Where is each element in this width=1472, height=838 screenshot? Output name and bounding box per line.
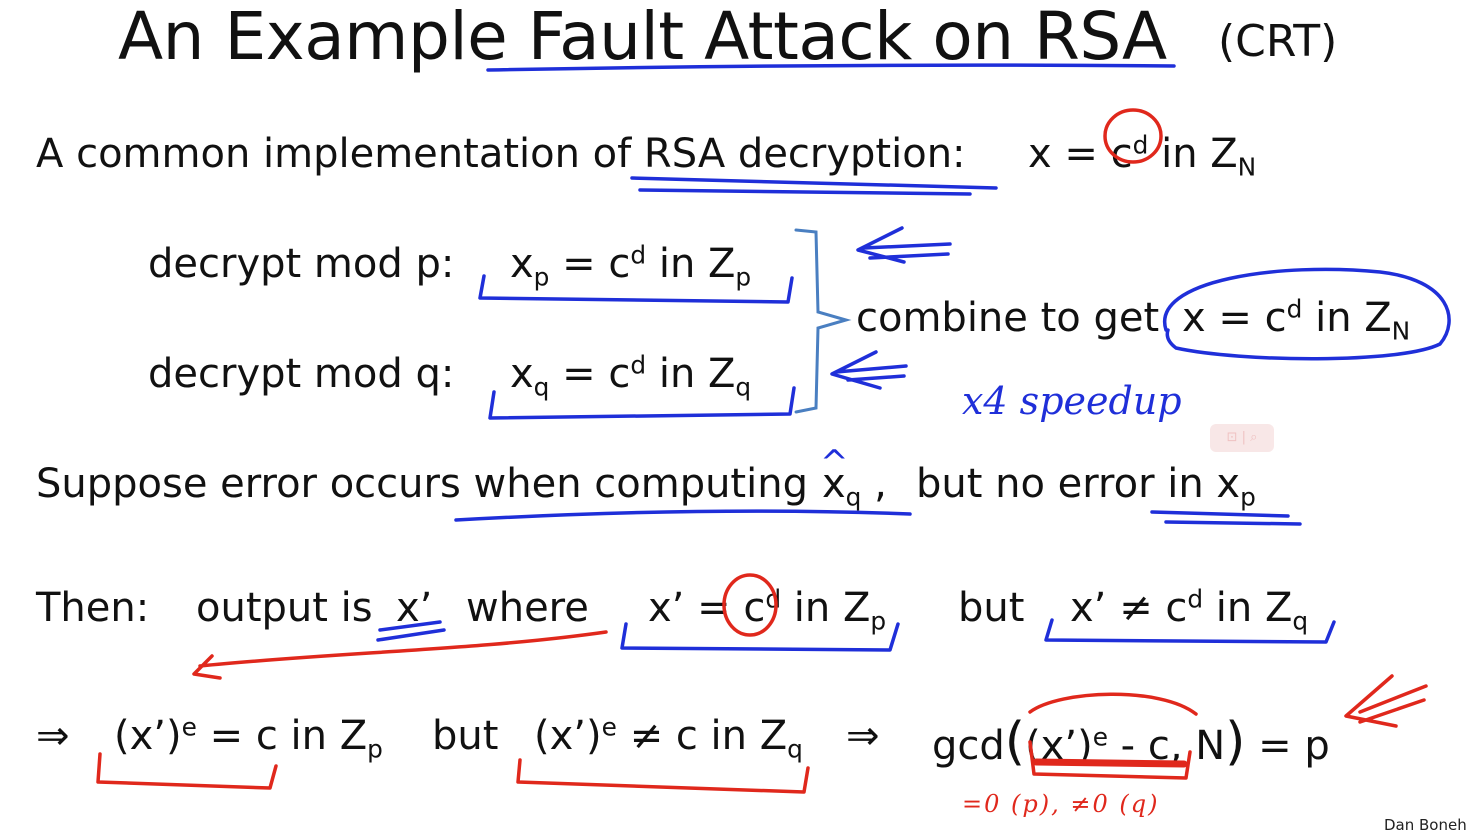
xe-mod-p-bracket — [96, 752, 278, 790]
title-suffix: (CRT) — [1218, 20, 1337, 64]
combine-formula: x = cd in ZN — [1182, 294, 1411, 346]
decrypt-mod-p-formula: xp = cd in Zp — [510, 240, 752, 292]
faulty-xq: xq , — [822, 461, 887, 512]
x-prime: x’ — [396, 585, 433, 631]
author-credit: Dan Boneh — [1384, 816, 1467, 834]
left-arrow-2 — [830, 350, 908, 390]
rsa-decryption-underline — [630, 176, 998, 190]
decrypt-mod-q-label: decrypt mod q: — [148, 351, 455, 397]
rsa-decryption-label: A common implementation of RSA decryptio… — [36, 131, 966, 177]
xe-mod-p-formula: (x’)e = c in Zp — [114, 712, 383, 764]
implies-arrow-2: ⇒ — [846, 713, 880, 759]
combine-label: combine to get — [856, 295, 1160, 341]
output-is-label: output is — [196, 585, 373, 631]
rsa-decryption-line: A common implementation of RSA decryptio… — [36, 134, 966, 174]
where-label: where — [466, 585, 589, 631]
suppose-error-line: Suppose error occurs when computing — [36, 461, 808, 507]
rsa-decryption-formula: x = cd in ZN — [1028, 130, 1257, 182]
x-prime-mod-q-formula: x’ ≠ cd in Zq — [1070, 584, 1309, 636]
implies-arrow-1: ⇒ — [36, 713, 70, 759]
x-prime-underline-2 — [376, 628, 446, 642]
decrypt-mod-p-label: decrypt mod p: — [148, 241, 455, 287]
xe-mod-q-formula: (x’)e ≠ c in Zq — [534, 712, 803, 764]
x-prime-mod-p-formula: x’ = cd in Zp — [648, 584, 887, 636]
speedup-annotation: x4 speedup — [962, 379, 1182, 423]
left-arrow-1 — [856, 226, 952, 264]
no-error-underline — [1150, 510, 1290, 518]
when-computing-underline — [454, 509, 912, 522]
mod-note-annotation: =0 (p), ≠0 (q) — [962, 790, 1160, 818]
gcd-arg-arc — [1028, 692, 1198, 716]
player-overlay-widget[interactable]: ⊡ | ⌕ — [1210, 424, 1274, 452]
hat-mark: ^ — [820, 443, 849, 483]
combine-brace — [794, 228, 852, 414]
no-error-underline-2 — [1164, 520, 1302, 526]
then-label: Then: — [36, 585, 150, 631]
title-suffix-text: (CRT) — [1218, 16, 1338, 67]
rsa-decryption-underline-2 — [638, 188, 972, 196]
xe-mod-q-bracket — [516, 758, 810, 794]
but-label-2: but — [432, 713, 499, 759]
slide-title: An Example Fault Attack on RSA — [118, 4, 1167, 70]
red-curve-arrow — [192, 630, 608, 680]
no-error-xp: but no error in xp — [916, 461, 1256, 512]
red-left-arrow — [1344, 674, 1428, 728]
gcd-formula: gcd((x’)e - c, N) = p — [932, 712, 1330, 772]
but-label-1: but — [958, 585, 1025, 631]
decrypt-mod-q-formula: xq = cd in Zq — [510, 350, 752, 402]
title-text: An Example Fault Attack on RSA — [118, 0, 1167, 75]
